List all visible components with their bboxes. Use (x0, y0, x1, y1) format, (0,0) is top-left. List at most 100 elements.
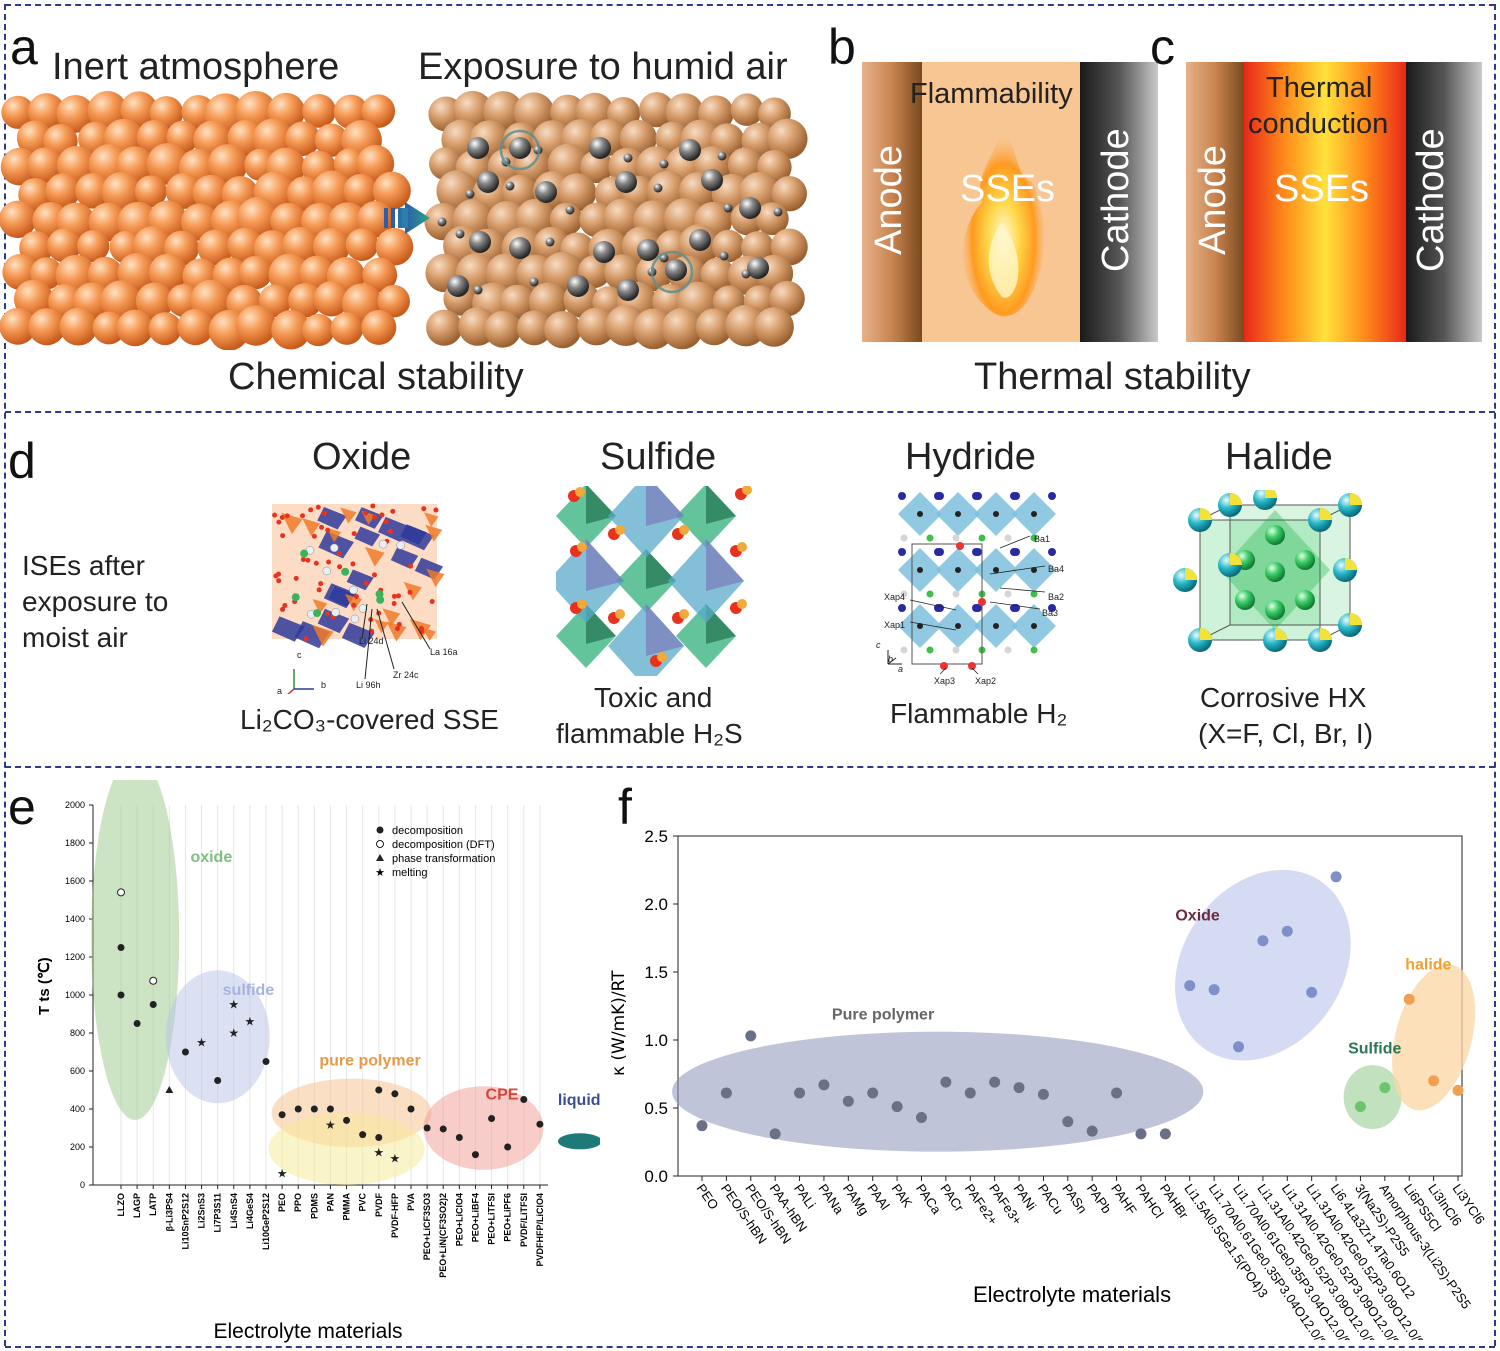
point-decomposition (407, 1105, 415, 1113)
panel-c-sses: SSEs (1274, 168, 1370, 210)
legend-marker (376, 826, 384, 834)
oxygen-atom (284, 513, 290, 519)
point-decomposition (423, 1124, 431, 1132)
x-tick-label: PACu (1035, 1181, 1066, 1217)
y-tick-label: 1200 (65, 952, 85, 962)
oxygen-atom (279, 515, 285, 521)
panel-a-illustration (0, 90, 808, 350)
ba-atom (936, 548, 944, 556)
na-atom-partial (577, 599, 587, 609)
point-decomposition (117, 991, 125, 999)
purple-facet (646, 604, 684, 656)
y-tick-label: 600 (70, 1066, 85, 1076)
oxygen-atom (280, 606, 286, 612)
tan-sphere (580, 150, 614, 184)
ba-atom (1048, 604, 1056, 612)
tan-sphere (725, 304, 767, 347)
ba-atom (898, 548, 906, 556)
oxygen-atom (388, 528, 394, 534)
data-point (1403, 993, 1415, 1005)
oxide-label-zr24c: Zr 24c (393, 670, 419, 680)
oxide-structure (271, 503, 445, 694)
x-tick-label: PAN (325, 1193, 335, 1211)
orange-polyhedron (386, 621, 407, 642)
orange-sphere (313, 280, 350, 317)
hydride-label-ba1: Ba1 (1034, 534, 1051, 544)
oxygen-atom (325, 527, 331, 533)
tan-sphere (639, 92, 675, 128)
grey-sphere (665, 259, 687, 281)
na-atom-partial (615, 609, 625, 619)
blue-polyhedron (390, 547, 419, 569)
orange-sphere (372, 171, 411, 210)
cl-atom (1265, 525, 1285, 545)
oxygen-atom (273, 573, 279, 579)
hydride-label-xap3: Xap3 (934, 676, 956, 686)
x-tick-label: PMMA (342, 1193, 352, 1221)
ba-atom (1048, 548, 1056, 556)
tan-sphere (484, 310, 522, 348)
point-decomposition (149, 1001, 157, 1008)
x-atom (1004, 590, 1012, 598)
point-decomposition (310, 1105, 318, 1113)
ba-atom (974, 548, 982, 556)
group-label: pure polymer (319, 1052, 420, 1069)
orange-sphere (16, 120, 53, 157)
panel-c-cell (1186, 62, 1482, 342)
axis-a (287, 688, 295, 694)
x-tick-label: PEO+LiN(CF3SO2)2 (438, 1193, 448, 1278)
data-point (1452, 1084, 1464, 1096)
group-label: CPE (486, 1087, 519, 1104)
label-leader (971, 667, 979, 675)
panel-c-label-1: Thermal (1266, 72, 1373, 104)
orange-sphere (362, 257, 398, 293)
li-atom (358, 604, 368, 613)
tan-sphere (771, 176, 807, 212)
y-tick-label: 1000 (65, 990, 85, 1000)
point-decomposition (359, 1131, 367, 1139)
oxygen-atom (280, 533, 286, 539)
group-ellipse-oxide (1175, 869, 1351, 1061)
highlight-ring (499, 129, 541, 171)
orange-sphere (192, 174, 229, 211)
x-tick-label: PEO (694, 1181, 722, 1212)
panel-c-label-2: conduction (1248, 108, 1389, 140)
label-leader (376, 608, 395, 670)
data-point (1062, 1116, 1074, 1128)
grey-sphere (701, 169, 723, 191)
orange-sphere (288, 282, 323, 318)
point-decomposition (278, 1111, 286, 1119)
x-atom (1030, 534, 1038, 542)
oxygen-atom (319, 524, 325, 530)
label-leader (909, 621, 957, 631)
panel-a-right-title: Exposure to humid air (418, 46, 788, 88)
hydride-label-xap2: Xap2 (975, 676, 997, 686)
x-tick-label: PAPb (1084, 1181, 1115, 1216)
grey-sphere (589, 137, 611, 159)
panel-d-letter: d (8, 433, 36, 489)
point-decomposition (326, 1105, 334, 1113)
y-tick-label: 1800 (65, 838, 85, 848)
x-tick-label: PDMS (309, 1193, 319, 1219)
orange-sphere (135, 282, 174, 320)
data-point (745, 1030, 757, 1042)
x-tick-label: Li10SnP2S12 (180, 1193, 190, 1250)
sulfide-caption-1: Toxic and (594, 682, 713, 713)
data-point (1135, 1128, 1147, 1140)
y-tick-label: 0.0 (644, 1167, 668, 1186)
oxygen-atom (394, 626, 400, 632)
oxide-title: Oxide (312, 436, 412, 478)
x-tick-label: PEO+LiClO4 (454, 1193, 464, 1246)
tan-sphere (499, 284, 535, 320)
data-point (964, 1087, 976, 1099)
group-ellipse (557, 1133, 600, 1150)
data-point (1379, 1082, 1391, 1094)
oxygen-atom (391, 593, 397, 599)
label-leader (364, 608, 373, 680)
oxygen-atom (315, 504, 321, 510)
group-label: halide (1405, 956, 1451, 973)
orange-sphere (302, 313, 335, 347)
la-atom (341, 567, 350, 576)
grey-sphere (593, 241, 615, 263)
oxide-axis-a: a (277, 686, 283, 696)
